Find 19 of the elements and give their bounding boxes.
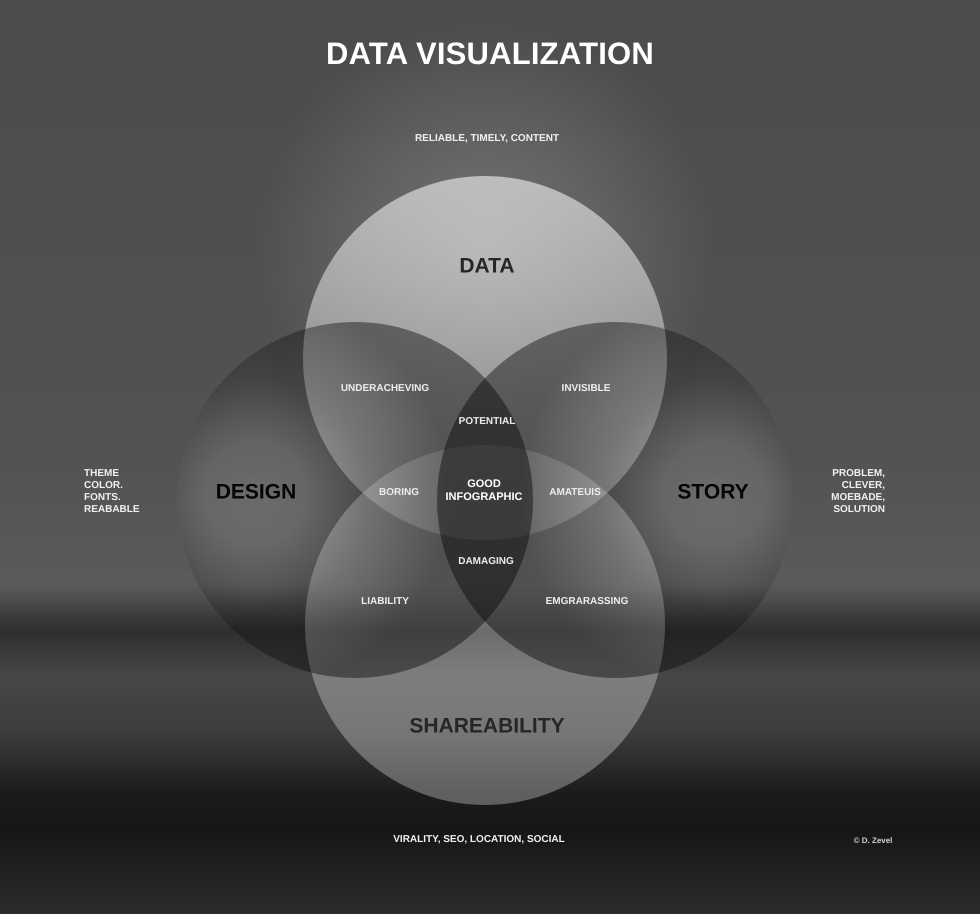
overlap-label: EMGRARASSING (546, 596, 628, 608)
overlap-label: GOOD INFOGRAPHIC (446, 478, 522, 504)
circle-title: STORY (677, 479, 749, 505)
overlap-label: AMATEUIS (549, 487, 601, 499)
credit-text: © D. Zevel (854, 836, 892, 846)
overlap-label: UNDERACHEVING (340, 383, 430, 395)
overlap-label: LIABILITY (361, 596, 409, 608)
circle-title: DATA (459, 253, 515, 279)
overlap-label: BORING (379, 487, 419, 499)
overlap-label: INVISIBLE (562, 383, 610, 395)
circle-caption: THEME COLOR. FONTS. REABABLE (84, 468, 140, 516)
circle-title: DESIGN (216, 479, 296, 505)
circle-title: SHAREABILITY (409, 713, 565, 739)
circle-caption: VIRALITY, SEO, LOCATION, SOCIAL (393, 834, 565, 846)
circle-caption: RELIABLE, TIMELY, CONTENT (414, 133, 560, 145)
diagram-title: DATA VISUALIZATION (325, 35, 655, 73)
overlap-label: POTENTIAL (458, 416, 516, 428)
overlap-label: DAMAGING (458, 556, 514, 568)
circle-caption: PROBLEM, CLEVER, MOEBADE, SOLUTION (831, 468, 885, 516)
